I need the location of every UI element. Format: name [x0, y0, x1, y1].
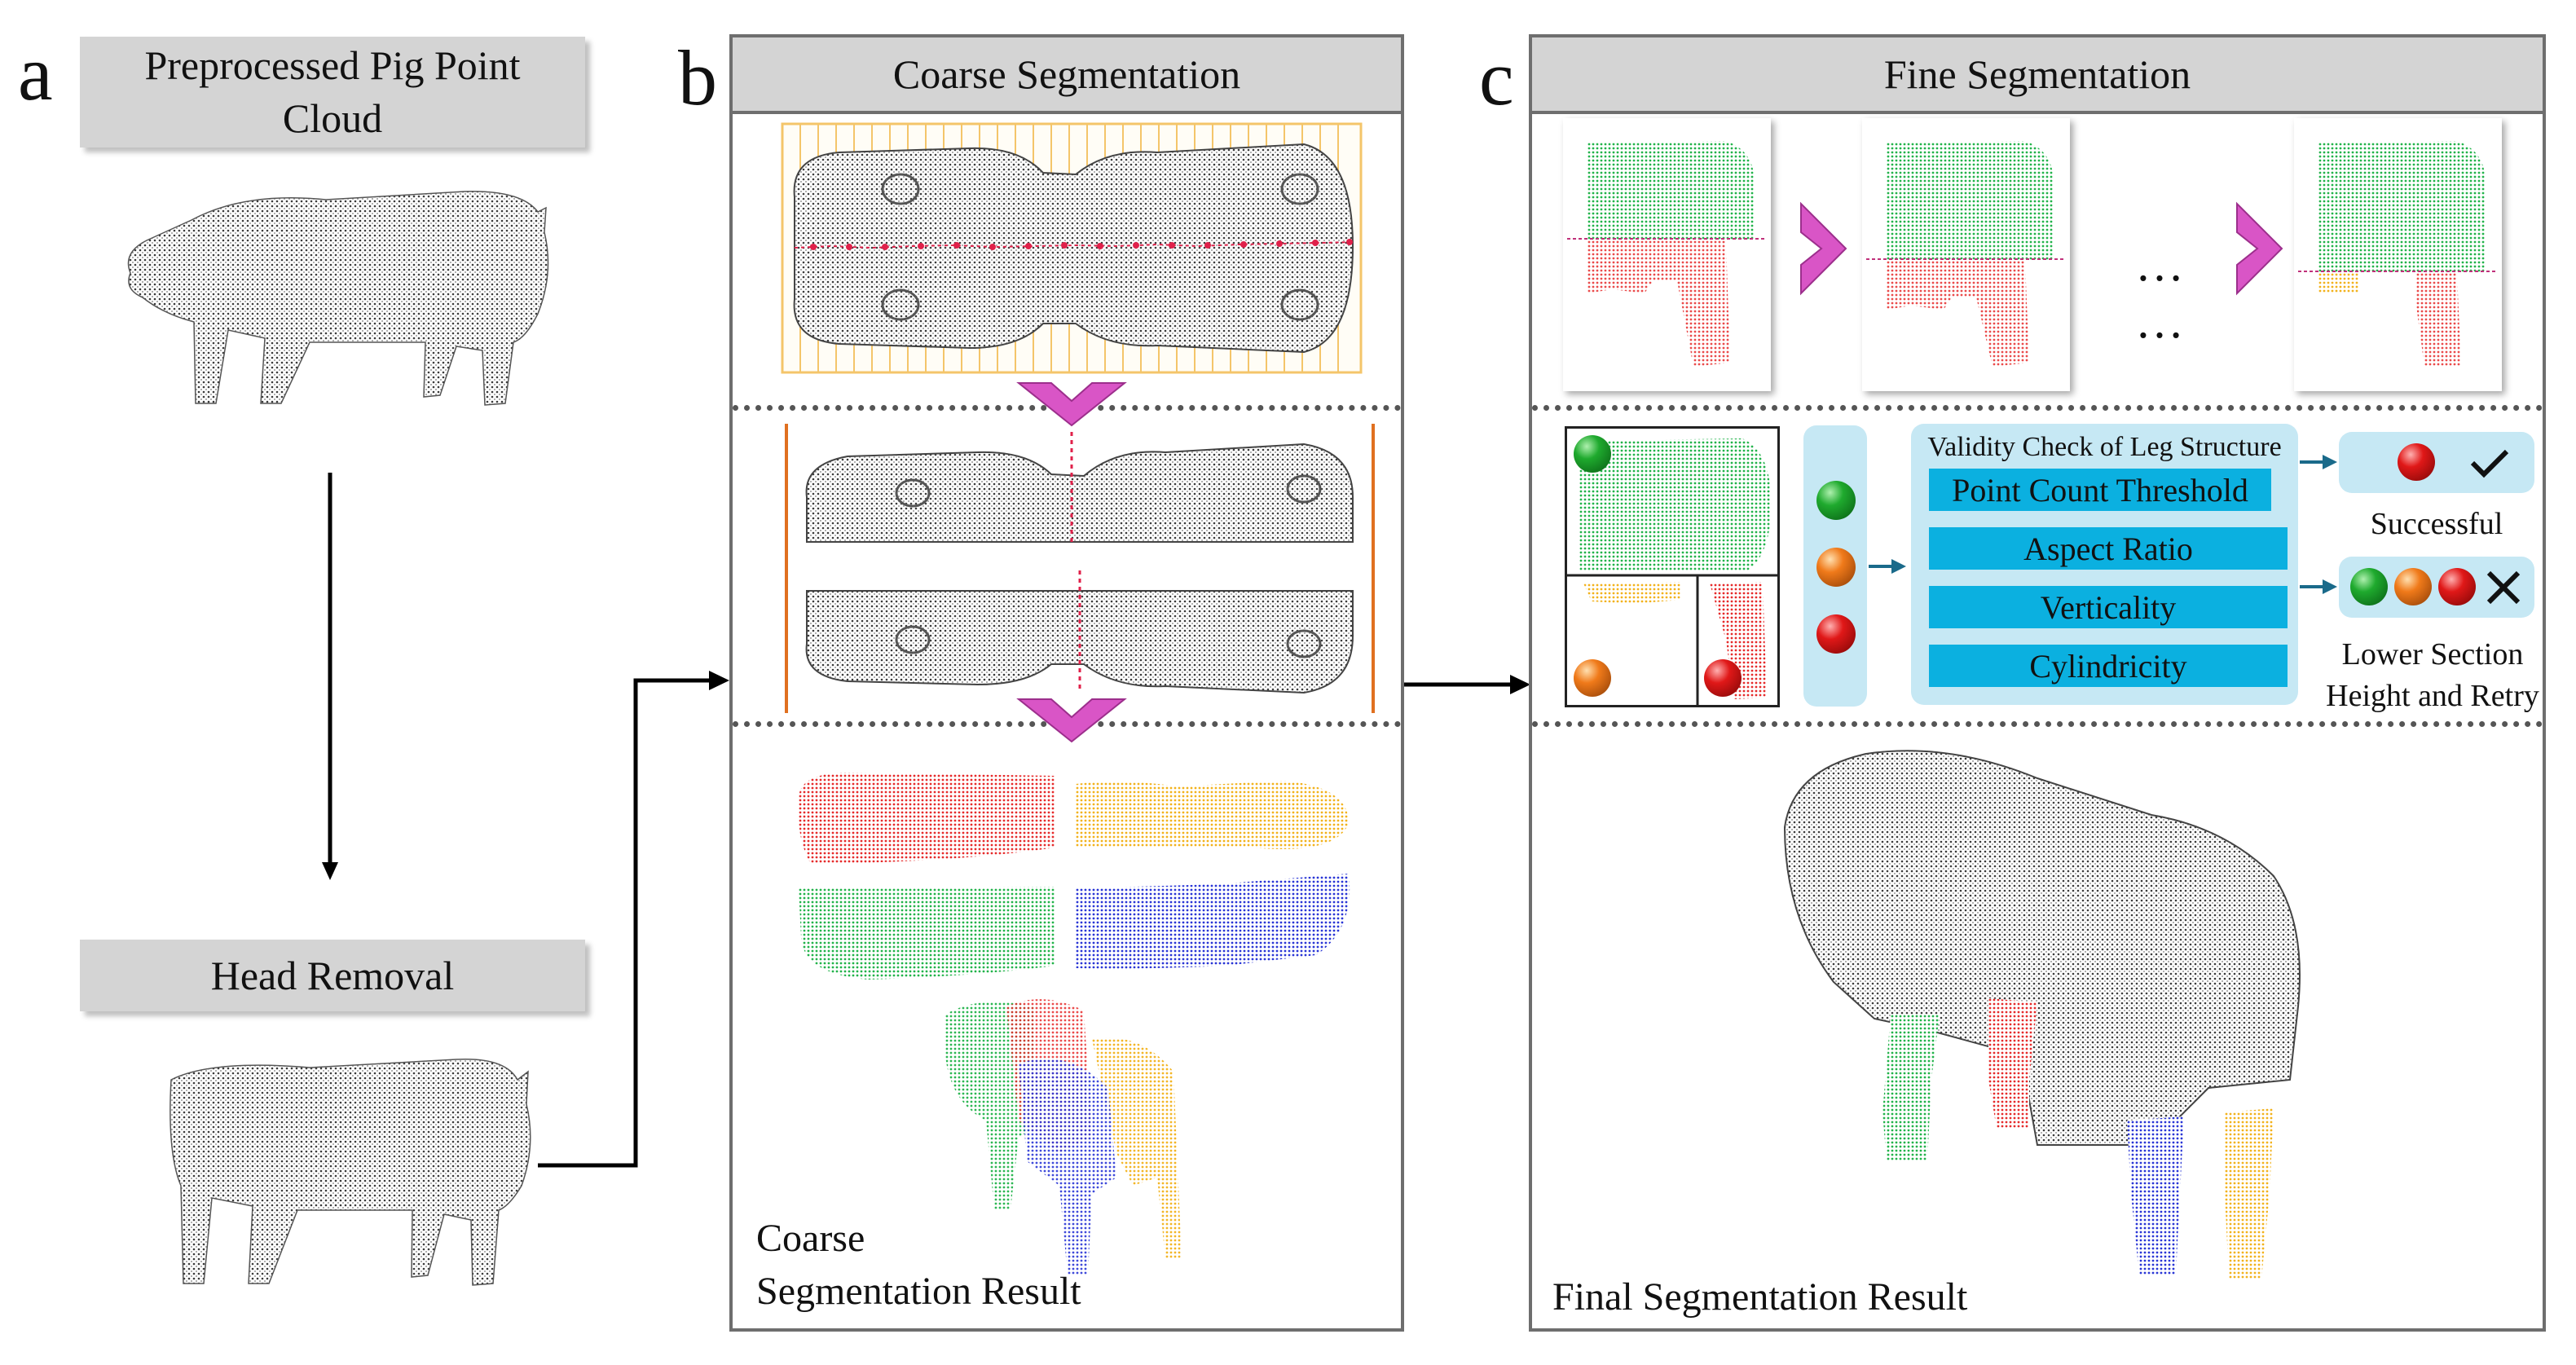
red-ball-icon — [1704, 659, 1742, 697]
preprocessed-label: Preprocessed Pig Point Cloud — [80, 37, 585, 148]
validity-check-title: Validity Check of Leg Structure — [1927, 432, 2282, 462]
preprocessed-label-text: Preprocessed Pig Point Cloud — [144, 42, 521, 141]
head-removal-label-text: Head Removal — [210, 952, 455, 998]
arrow-failure-icon — [2300, 579, 2337, 594]
orange-ball-icon — [1574, 659, 1611, 697]
coarse-segmentation-title: Coarse Segmentation — [733, 37, 1401, 114]
chevron-down-icon-2 — [1016, 698, 1127, 743]
candidate-balls-box — [1803, 425, 1867, 707]
iteration-frame-3 — [2294, 118, 2502, 391]
failure-label: Lower Section Height and Retry — [2314, 634, 2551, 718]
arrow-to-coarse-icon — [538, 671, 729, 1168]
split-halves — [785, 424, 1375, 713]
coarse-result-caption: Coarse Segmentation Result — [756, 1213, 1081, 1319]
failure-label-line2: Height and Retry — [2326, 679, 2539, 714]
arrow-down-icon — [322, 473, 338, 880]
final-3d-pig — [1783, 750, 2301, 1279]
divider-c1 — [1532, 405, 2543, 411]
panel-c-letter: c — [1479, 34, 1514, 121]
pig-point-cloud-full — [127, 191, 549, 406]
coarse-quadrants — [798, 773, 1350, 980]
candidate-orange-ball-icon — [1816, 548, 1856, 587]
check-icon — [2470, 449, 2509, 478]
arrow-icon — [1869, 559, 1906, 574]
panel-b-letter: b — [678, 34, 717, 121]
pig-point-cloud-headless — [170, 1058, 531, 1286]
criterion-cylindricity: Cylindricity — [1929, 645, 2288, 687]
head-removal-label: Head Removal — [80, 940, 585, 1011]
ellipsis-1: … — [2135, 237, 2187, 291]
candidate-red-ball-icon — [1816, 614, 1856, 654]
coarse-3d-pig — [944, 999, 1182, 1275]
iteration-frame-1 — [1563, 118, 1771, 391]
top-view-grid — [781, 122, 1363, 374]
green-ball-icon — [1574, 435, 1611, 473]
chevron-right-icon — [1800, 201, 1847, 296]
fine-segmentation-title: Fine Segmentation — [1532, 37, 2543, 114]
chevron-right-icon-2 — [2236, 201, 2283, 296]
leg-segment-grid — [1565, 426, 1780, 707]
success-label: Successful — [2370, 507, 2503, 541]
failure-green-ball-icon — [2350, 568, 2388, 605]
cross-icon — [2486, 570, 2521, 605]
divider-c2 — [1532, 721, 2543, 727]
arrow-success-icon — [2300, 455, 2337, 469]
candidate-green-ball-icon — [1816, 481, 1856, 520]
failure-orange-ball-icon — [2394, 568, 2432, 605]
coarse-result-caption-line1: Coarse — [756, 1217, 865, 1260]
failure-label-line1: Lower Section — [2341, 637, 2524, 671]
success-box — [2339, 432, 2534, 493]
criterion-point-count: Point Count Threshold — [1929, 469, 2271, 511]
final-result-caption: Final Segmentation Result — [1552, 1275, 1968, 1319]
success-red-ball-icon — [2398, 443, 2435, 481]
failure-box — [2339, 557, 2534, 618]
failure-red-ball-icon — [2438, 568, 2476, 605]
panel-a-letter: a — [18, 29, 53, 117]
chevron-down-icon — [1016, 382, 1127, 427]
iteration-frame-2 — [1862, 118, 2070, 391]
validity-check-box: Validity Check of Leg Structure Point Co… — [1911, 424, 2298, 705]
arrow-to-fine-icon — [1404, 675, 1530, 694]
ellipsis-2: … — [2135, 294, 2187, 348]
coarse-result-caption-line2: Segmentation Result — [756, 1269, 1081, 1313]
criterion-verticality: Verticality — [1929, 586, 2288, 628]
criterion-aspect-ratio: Aspect Ratio — [1929, 527, 2288, 570]
